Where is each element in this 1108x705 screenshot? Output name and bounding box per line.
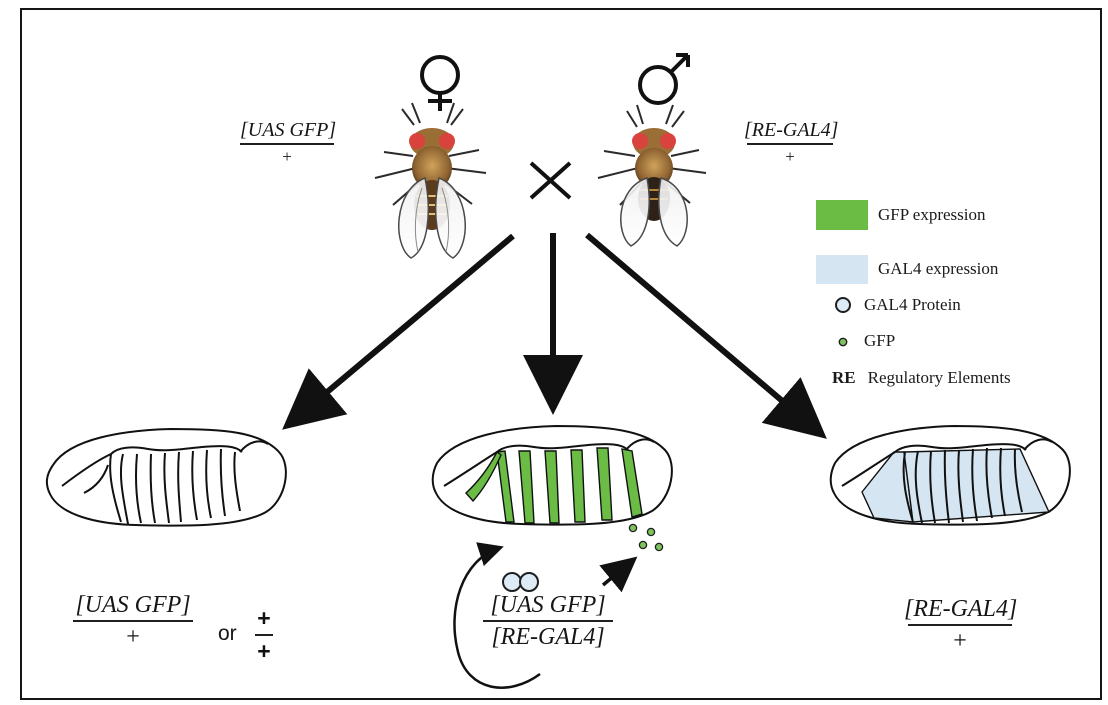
arrow-to-left-offspring	[289, 236, 513, 424]
female-genotype-bar	[240, 143, 334, 145]
female-genotype: [UAS GFP] +	[240, 120, 334, 165]
left-offspring-alt-bar	[255, 634, 273, 636]
male-genotype-bar	[747, 143, 833, 145]
gfp-icon	[839, 338, 846, 345]
legend-gfp: GFP	[864, 331, 895, 351]
unstained-embryo	[47, 429, 286, 526]
gfp-expression-swatch	[816, 200, 868, 230]
gfp-dot-cluster	[629, 524, 662, 550]
left-offspring-alt-bottom: +	[257, 638, 270, 664]
left-offspring-alternate-genotype: + +	[254, 607, 274, 663]
left-offspring-alt-top: +	[257, 605, 270, 631]
center-offspring-genotype: [UAS GFP] [RE-GAL4]	[480, 593, 616, 649]
cross-icon	[531, 163, 570, 198]
gal4-protein-pair	[503, 573, 538, 591]
right-offspring-genotype: [RE-GAL4] +	[904, 597, 1016, 653]
gal4-expression-swatch	[816, 255, 868, 284]
female-symbol	[422, 57, 458, 111]
right-offspring-genotype-top: [RE-GAL4]	[904, 597, 1016, 621]
left-offspring-genotype-top: [UAS GFP]	[72, 593, 194, 617]
legend-gfp-label: GFP	[864, 331, 895, 351]
legend-gal4-expression: GAL4 expression	[878, 259, 998, 279]
male-symbol	[640, 55, 688, 103]
male-genotype-top: [RE-GAL4]	[744, 120, 836, 140]
legend-gal4-expression-label: GAL4 expression	[878, 259, 998, 279]
legend-re-label: Regulatory Elements	[868, 368, 1011, 388]
legend-gal4-protein-label: GAL4 Protein	[864, 295, 961, 315]
legend-gfp-expression: GFP expression	[878, 205, 986, 225]
female-genotype-bottom: +	[240, 148, 334, 165]
right-offspring-genotype-bar	[908, 624, 1012, 626]
left-offspring-genotype-bottom: +	[72, 625, 194, 649]
genotype-alternative-or: or	[218, 622, 237, 646]
center-offspring-genotype-bottom: [RE-GAL4]	[480, 625, 616, 649]
right-offspring-genotype-bottom: +	[904, 629, 1016, 653]
male-genotype-bottom: +	[744, 148, 836, 165]
center-offspring-genotype-top: [UAS GFP]	[480, 593, 616, 617]
gal4-embryo	[831, 426, 1070, 525]
fruit-fly-male-icon	[598, 105, 706, 246]
arrow-to-right-offspring	[587, 235, 820, 433]
gfp-embryo	[433, 426, 672, 525]
female-genotype-top: [UAS GFP]	[240, 120, 334, 140]
gal4-protein-icon	[836, 298, 850, 312]
gfp-production-arrow	[603, 561, 632, 585]
center-offspring-genotype-bar	[483, 620, 613, 622]
legend-gfp-expression-label: GFP expression	[878, 205, 986, 225]
legend-gal4-protein: GAL4 Protein	[864, 295, 961, 315]
male-genotype: [RE-GAL4] +	[744, 120, 836, 165]
left-offspring-genotype: [UAS GFP] +	[72, 593, 194, 649]
left-offspring-genotype-bar	[73, 620, 193, 622]
legend-regulatory-elements: RE Regulatory Elements	[832, 368, 1011, 388]
fruit-fly-female-icon	[375, 103, 486, 258]
legend-re-key: RE	[832, 368, 856, 388]
